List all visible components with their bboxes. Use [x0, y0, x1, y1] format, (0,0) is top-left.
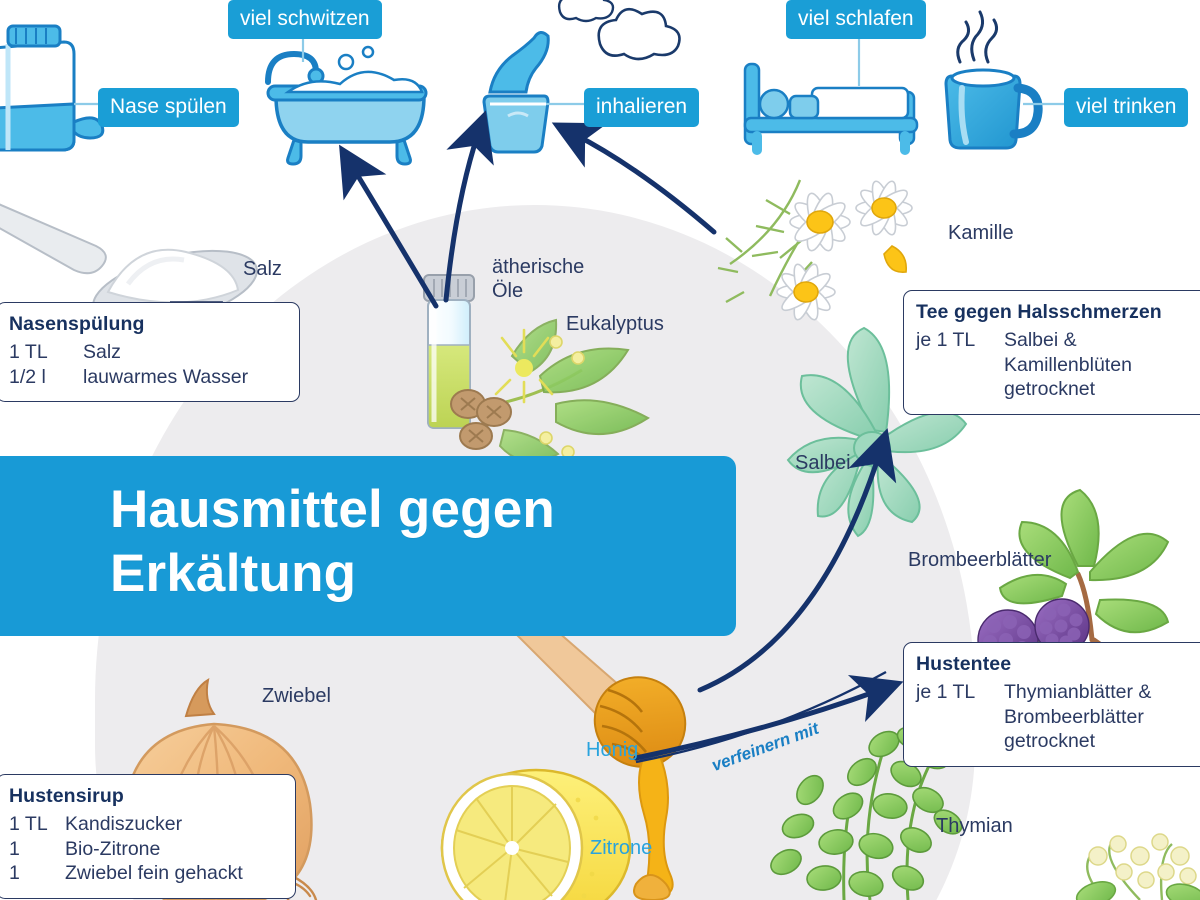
label-aetherische-oele-line2: Öle: [492, 279, 524, 302]
ingredient: getrocknet: [1004, 378, 1096, 401]
bathtub-icon: [265, 45, 428, 166]
amount: je 1 TL: [916, 329, 976, 351]
label-brombeerblaetter: Brombeerblätter: [908, 549, 1052, 571]
label-zitrone: Zitrone: [590, 837, 653, 859]
card-hustensirup-row-2: 1 Bio-Zitrone: [9, 837, 281, 862]
inhaler-icon: [482, 31, 550, 154]
ingredient: Thymianblätter &: [1004, 681, 1152, 703]
pill-nase-spuelen[interactable]: Nase spülen: [98, 88, 239, 127]
ingredient: Kamillenblüten: [1004, 353, 1132, 376]
card-tee-row-3: getrocknet: [916, 377, 1193, 402]
amount: je 1 TL: [916, 681, 976, 703]
label-aetherische-oele: ätherische Öle: [492, 256, 642, 303]
card-hustensirup-row-1: 1 TL Kandiszucker: [9, 812, 281, 837]
pill-viel-schlafen[interactable]: viel schlafen: [786, 0, 926, 39]
card-nasenspuelung-title: Nasenspülung: [9, 313, 145, 335]
label-zwiebel: Zwiebel: [262, 685, 331, 707]
card-hustensirup[interactable]: Hustensirup 1 TL Kandiszucker 1 Bio-Zitr…: [0, 774, 296, 899]
card-tee-row-2: Kamillenblüten: [916, 353, 1193, 378]
label-salz: Salz: [243, 258, 282, 280]
amount: 1: [9, 862, 20, 885]
label-honig: Honig: [586, 739, 639, 761]
page-title: Hausmittel gegen Erkältung: [110, 478, 555, 605]
amount: [916, 353, 1004, 378]
label-aetherische-oele-line1: ätherische: [492, 256, 585, 278]
page-title-line2: Erkältung: [110, 543, 357, 603]
label-kamille: Kamille: [948, 222, 1014, 244]
ingredient: Bio-Zitrone: [65, 837, 161, 860]
ingredient: Salbei &: [1004, 329, 1077, 351]
ingredient: getrocknet: [1004, 730, 1096, 753]
label-salbei: Salbei: [795, 452, 851, 474]
amount: [916, 377, 1004, 402]
label-thymian: Thymian: [936, 815, 1013, 837]
card-hustensirup-title: Hustensirup: [9, 785, 124, 807]
label-eukalyptus: Eukalyptus: [566, 313, 664, 335]
ingredient: lauwarmes Wasser: [83, 365, 249, 388]
amount: 1/2 l: [9, 365, 46, 388]
card-tee-gegen-halsschmerzen-title: Tee gegen Halsschmerzen: [916, 301, 1162, 323]
amount: [916, 729, 1004, 754]
card-hustensirup-row-3: 1 Zwiebel fein gehackt: [9, 861, 281, 886]
mug-icon: [944, 10, 1043, 150]
card-hustentee-row-1: je 1 TL Thymianblätter &: [916, 680, 1193, 705]
pill-viel-schwitzen[interactable]: viel schwitzen: [228, 0, 382, 39]
card-hustentee-row-3: getrocknet: [916, 729, 1193, 754]
elderflower-icon: [1075, 833, 1200, 900]
ingredient: Brombeerblätter: [1004, 705, 1144, 728]
ingredient: Kandiszucker: [65, 813, 183, 835]
card-nasenspuelung-row-1: 1 TL Salz: [9, 340, 285, 365]
nasal-rinse-bottle-icon: [0, 24, 105, 152]
title-banner: Hausmittel gegen Erkältung: [0, 456, 736, 636]
amount: 1: [9, 837, 20, 860]
card-tee-gegen-halsschmerzen[interactable]: Tee gegen Halsschmerzen je 1 TL Salbei &…: [903, 290, 1200, 415]
pill-viel-trinken[interactable]: viel trinken: [1064, 88, 1189, 127]
amount: 1 TL: [9, 341, 48, 363]
pill-inhalieren[interactable]: inhalieren: [584, 88, 700, 127]
amount: 1 TL: [9, 813, 48, 835]
card-hustentee-title: Hustentee: [916, 653, 1012, 675]
ingredient: Zwiebel fein gehackt: [65, 862, 243, 885]
page-title-line1: Hausmittel gegen: [110, 480, 555, 539]
card-tee-row-1: je 1 TL Salbei &: [916, 328, 1193, 353]
amount: [916, 705, 1004, 730]
card-hustentee-row-2: Brombeerblätter: [916, 705, 1193, 730]
bed-icon: [743, 62, 919, 155]
steam-cloud-icon: [557, 0, 681, 61]
card-nasenspuelung[interactable]: Nasenspülung 1 TL Salz 1/2 l lauwarmes W…: [0, 302, 300, 403]
ingredient: Salz: [83, 341, 121, 363]
card-nasenspuelung-row-2: 1/2 l lauwarmes Wasser: [9, 365, 285, 390]
card-hustentee[interactable]: Hustentee je 1 TL Thymianblätter & Bromb…: [903, 642, 1200, 767]
